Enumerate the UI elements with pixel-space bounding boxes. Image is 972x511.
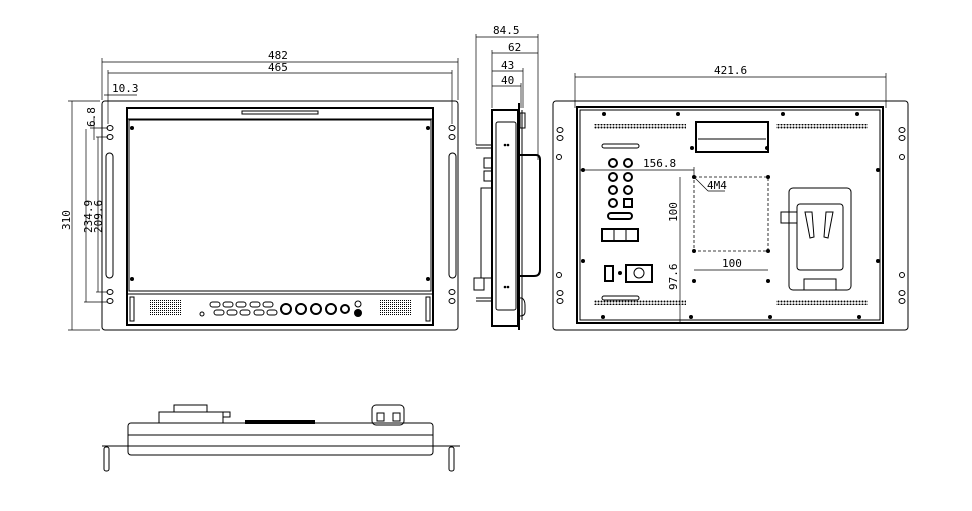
rear-view: 421.6 156.8 100 97.6 100 4M4 <box>552 64 909 331</box>
vesa-mount <box>692 175 770 283</box>
dim-62: 62 <box>508 41 521 54</box>
rear-handle <box>695 121 769 153</box>
side-dimensions: 84.5 62 43 40 <box>475 24 539 160</box>
side-handle <box>519 154 541 277</box>
bottom-body <box>127 422 434 456</box>
rear-rack-panel <box>552 100 909 331</box>
ethernet-ports <box>601 228 639 242</box>
vent-bottom-right <box>776 300 868 305</box>
dim-421-6: 421.6 <box>714 64 747 77</box>
bottom-view <box>102 404 460 472</box>
front-bezel <box>126 107 434 326</box>
vent-top-right <box>776 124 868 129</box>
vent-top-left <box>594 124 686 129</box>
dvi-port <box>607 212 633 220</box>
rear-connectors <box>601 158 653 283</box>
dim-156-8: 156.8 <box>643 157 676 170</box>
dim-97-6: 97.6 <box>667 264 680 291</box>
rack-holes <box>105 125 457 304</box>
bottom-battery-plate <box>158 411 224 424</box>
dim-40: 40 <box>501 74 514 87</box>
dim-465: 465 <box>268 61 288 74</box>
dim-10-3: 10.3 <box>112 82 139 95</box>
speaker-grille-right <box>380 300 412 316</box>
rear-rack-holes <box>556 127 906 304</box>
dim-vesa-100-horizontal: 100 <box>722 257 742 270</box>
vent-bottom-left <box>594 300 686 305</box>
dim-234-9: 234.9 <box>82 200 95 233</box>
front-knobs <box>280 300 362 317</box>
label-4m4-screws: 4M4 <box>707 179 727 192</box>
dim-209-6: 209.6 <box>92 200 105 233</box>
dim-84-5: 84.5 <box>493 24 520 37</box>
front-rack-panel <box>101 100 459 331</box>
dim-43: 43 <box>501 59 514 72</box>
front-control-panel <box>129 296 431 322</box>
power-switch <box>604 265 614 282</box>
side-view: 84.5 62 43 40 <box>473 24 541 330</box>
rear-dimensions: 421.6 156.8 100 97.6 100 4M4 <box>574 64 887 322</box>
bottom-handle <box>371 404 405 426</box>
power-inlet <box>625 264 653 283</box>
screen <box>128 119 432 292</box>
dim-310: 310 <box>60 210 73 230</box>
v-mount-battery-plate <box>780 187 852 291</box>
dim-vesa-100-vertical: 100 <box>667 202 680 222</box>
front-buttons <box>209 301 278 316</box>
speaker-grille-left <box>150 300 182 316</box>
front-top-handle <box>241 110 319 115</box>
front-dimensions: 482 465 10.3 310 234.9 209.6 6.8 <box>60 49 459 331</box>
rear-body <box>576 106 884 324</box>
front-view: 482 465 10.3 310 234.9 209.6 6.8 <box>60 49 459 331</box>
dim-6-8: 6.8 <box>85 107 98 127</box>
dim-482: 482 <box>268 49 288 62</box>
